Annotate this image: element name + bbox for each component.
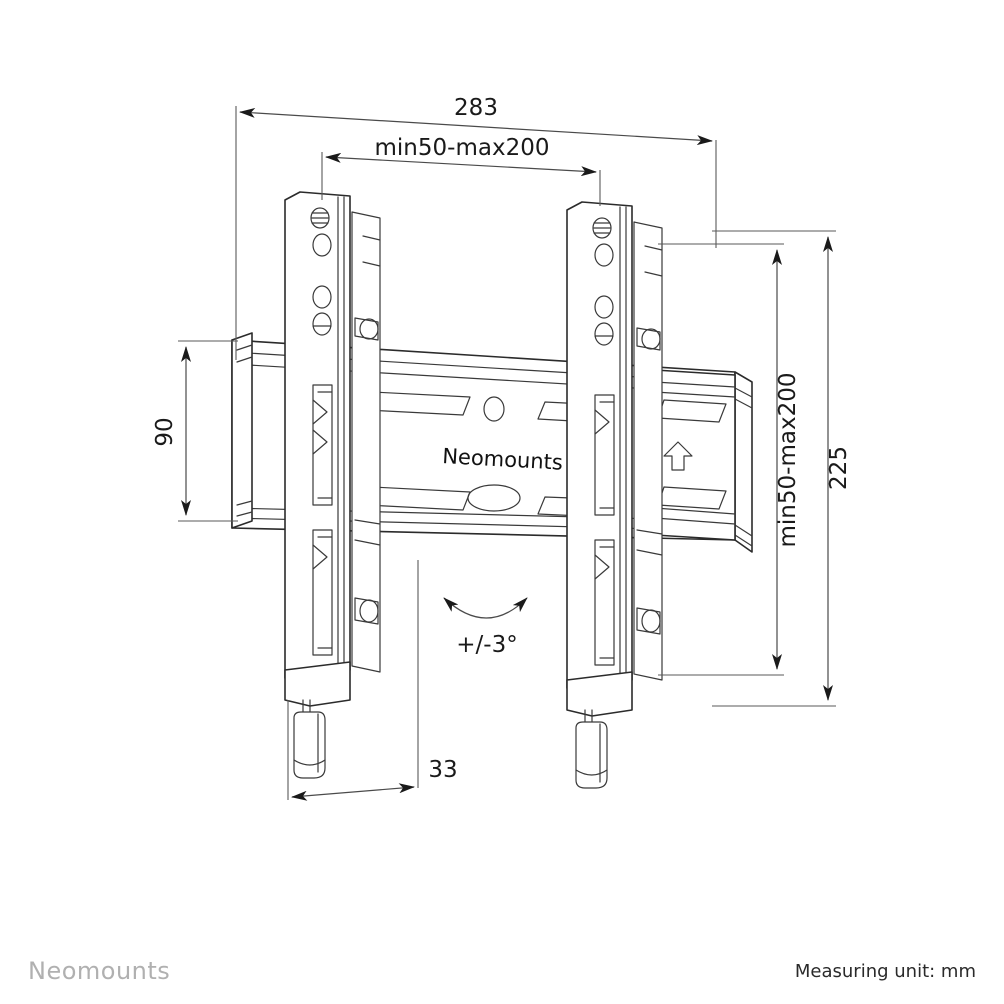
dimension-label-283: 283	[454, 95, 498, 121]
dimension-label-225: 225	[826, 446, 852, 490]
dimension-rail-height: 90	[152, 340, 238, 522]
up-arrow-icon	[663, 441, 693, 471]
footer: Neomounts Measuring unit: mm	[28, 957, 976, 985]
dimension-label-90: 90	[152, 417, 178, 446]
right-wall-plate	[654, 369, 736, 541]
footer-measuring-unit: Measuring unit: mm	[795, 961, 976, 982]
dimension-label-tilt: +/-3°	[456, 632, 517, 658]
right-bracket-arm	[566, 201, 663, 789]
dimension-overall-width: 283	[235, 95, 717, 360]
left-bracket-arm	[284, 191, 381, 779]
dimension-label-pattern-horizontal: min50-max200	[375, 135, 550, 161]
footer-brand-logo: Neomounts	[28, 957, 170, 985]
dimension-overall-height: 225	[712, 230, 852, 707]
dimension-label-33: 33	[428, 757, 457, 783]
dimension-depth: 33	[287, 560, 458, 801]
dimension-tilt-angle: +/-3°	[443, 597, 528, 658]
dimension-label-pattern-vertical: min50-max200	[775, 373, 801, 548]
dimension-pattern-horizontal: min50-max200	[321, 135, 601, 206]
product-assembly: Neomounts	[231, 191, 753, 789]
dimension-pattern-vertical: min50-max200	[658, 243, 801, 676]
